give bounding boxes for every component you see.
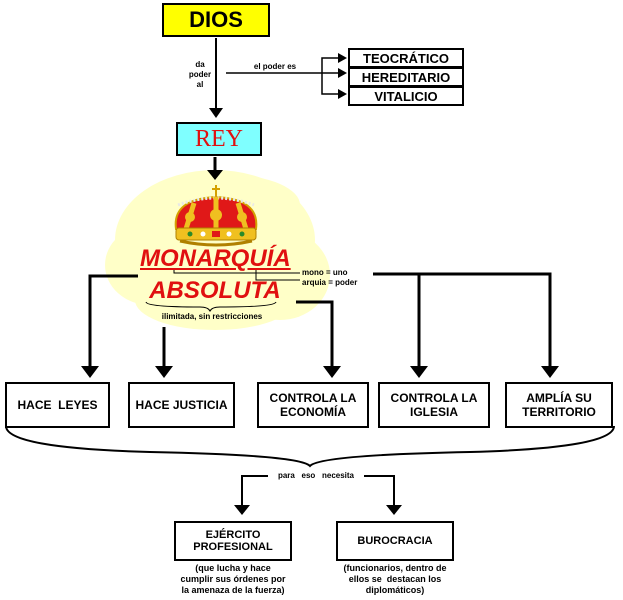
power-vitalicio: VITALICIO — [348, 86, 464, 106]
arrowhead — [541, 366, 559, 378]
function-hace-leyes: HACE LEYES — [5, 382, 110, 428]
arrowhead — [209, 108, 223, 118]
arrowhead — [323, 366, 341, 378]
arrowhead — [155, 366, 173, 378]
power-hereditario: HEREDITARIO — [348, 67, 464, 87]
line-right-branch — [373, 272, 552, 368]
monarquia-title: MONARQUÍA ABSOLUTA — [140, 245, 291, 304]
arrowhead — [410, 366, 428, 378]
ejercito-note: (que lucha y hace cumplir sus órdenes po… — [180, 563, 286, 595]
arrowhead — [338, 68, 347, 78]
etymology-note: mono = uno arquia = poder — [302, 268, 358, 287]
arrowhead — [338, 89, 347, 99]
rey-label: REY — [195, 125, 243, 152]
line-economia — [296, 300, 334, 368]
function-hace-justicia: HACE JUSTICIA — [128, 382, 235, 428]
arrowhead — [386, 505, 402, 515]
line-ejercito — [241, 475, 268, 507]
el-poder-es-label: el poder es — [253, 62, 297, 71]
absoluta-subtitle: ilimitada, sin restricciones — [161, 312, 263, 321]
bracket-power — [321, 57, 340, 95]
function-controla-iglesia: CONTROLA LA IGLESIA — [378, 382, 490, 428]
burocracia-note: (funcionarios, dentro de ellos se destac… — [343, 563, 447, 595]
arrowhead — [234, 505, 250, 515]
dios-label: DIOS — [189, 7, 243, 32]
monarquia-line2: ABSOLUTA — [149, 277, 281, 304]
dios-box: DIOS — [162, 3, 270, 37]
need-burocracia: BUROCRACIA — [336, 521, 454, 561]
crown-icon — [174, 185, 258, 247]
arrowhead — [81, 366, 99, 378]
rey-box: REY — [176, 122, 262, 156]
function-controla-economia: CONTROLA LA ECONOMÍA — [257, 382, 369, 428]
need-ejercito-profesional: EJÉRCITO PROFESIONAL — [174, 521, 292, 561]
line-burocracia — [364, 475, 395, 507]
brace-functions — [5, 425, 615, 468]
brace-absoluta — [145, 301, 277, 313]
arrowhead — [338, 53, 347, 63]
da-poder-al-label: da poder al — [188, 60, 212, 89]
line-hace-leyes — [88, 274, 138, 368]
power-teocratico: TEOCRÁTICO — [348, 48, 464, 68]
para-eso-necesita-label: para eso necesita — [277, 471, 355, 480]
monarquia-line1: MONARQUÍA — [140, 245, 291, 272]
line-mono — [173, 268, 300, 274]
function-amplia-territorio: AMPLÍA SU TERRITORIO — [505, 382, 613, 428]
line-arquia — [255, 268, 300, 281]
arrowhead — [207, 170, 223, 180]
